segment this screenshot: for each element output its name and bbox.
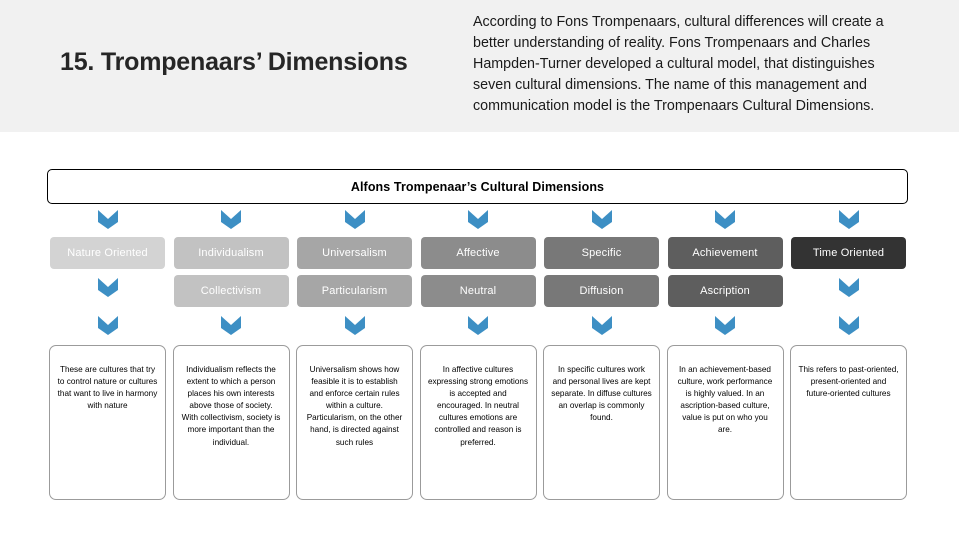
dimension-pill-primary[interactable]: Affective: [420, 237, 536, 269]
dimension-pill-label: Ascription: [700, 285, 750, 297]
chevron-down-icon: [711, 314, 739, 336]
dimension-pill-primary[interactable]: Nature Oriented: [50, 237, 165, 269]
dimension-pill-label: Time Oriented: [812, 247, 885, 259]
dimension-pill-primary[interactable]: Achievement: [667, 237, 783, 269]
chevron-down-icon: [341, 208, 369, 230]
dimension-description-text: These are cultures that try to control n…: [57, 365, 158, 411]
banner-label: Alfons Trompenaar’s Cultural Dimensions: [350, 179, 605, 194]
diagram-area: Alfons Trompenaar’s Cultural Dimensions …: [0, 132, 959, 540]
dimension-description-card: In specific cultures work and personal l…: [543, 345, 660, 500]
chevron-down-icon: [835, 314, 863, 336]
page-title: 15. Trompenaars’ Dimensions: [60, 48, 408, 76]
dimension-pill-label: Neutral: [459, 285, 497, 297]
dimension-description-text: Universalism shows how feasible it is to…: [306, 365, 403, 447]
dimension-description-card: Individualism reflects the extent to whi…: [172, 345, 290, 500]
chevron-down-icon: [835, 208, 863, 230]
dimension-pill-secondary[interactable]: Diffusion: [544, 275, 659, 307]
dimension-pill-label: Particularism: [321, 285, 388, 297]
chevron-down-icon: [217, 208, 245, 230]
dimension-pill-label: Nature Oriented: [67, 247, 148, 259]
dimension-description-text: In specific cultures work and personal l…: [551, 365, 652, 423]
chevron-down-icon: [94, 276, 122, 298]
dimension-description-text: In affective cultures expressing strong …: [427, 365, 529, 447]
dimension-description-card: In affective cultures expressing strong …: [419, 345, 537, 500]
chevron-down-icon: [588, 314, 616, 336]
dimension-pill-primary[interactable]: Individualism: [173, 237, 289, 269]
dimension-description-text: This refers to past-oriented, present-or…: [798, 365, 899, 399]
dimension-pill-secondary[interactable]: Collectivism: [173, 275, 289, 307]
chevron-down-icon: [94, 314, 122, 336]
dimension-pill-secondary[interactable]: Ascription: [667, 275, 783, 307]
chevron-down-icon: [588, 208, 616, 230]
header-band: 15. Trompenaars’ Dimensions According to…: [0, 0, 959, 132]
intro-paragraph: According to Fons Trompenaars, cultural …: [473, 14, 884, 114]
chevron-down-icon: [217, 314, 245, 336]
dimension-pill-label: Individualism: [198, 247, 264, 259]
chevron-down-icon: [711, 208, 739, 230]
dimension-pill-secondary[interactable]: Neutral: [420, 275, 536, 307]
dimension-description-card: These are cultures that try to control n…: [49, 345, 166, 500]
dimension-pill-secondary[interactable]: Particularism: [297, 275, 412, 307]
dimension-pill-primary[interactable]: Universalism: [297, 237, 412, 269]
chevron-down-icon: [464, 314, 492, 336]
dimension-pill-label: Affective: [456, 247, 500, 259]
dimension-description-text: Individualism reflects the extent to whi…: [181, 365, 281, 447]
dimension-pill-label: Achievement: [692, 247, 758, 259]
dimension-description-text: In an achievement-based culture, work pe…: [677, 365, 773, 435]
dimension-pill-primary[interactable]: Specific: [544, 237, 659, 269]
dimension-pill-label: Universalism: [322, 247, 387, 259]
dimension-pill-primary[interactable]: Time Oriented: [791, 237, 906, 269]
chevron-down-icon: [94, 208, 122, 230]
chevron-down-icon: [835, 276, 863, 298]
diagram-banner: Alfons Trompenaar’s Cultural Dimensions: [47, 169, 908, 204]
dimension-pill-label: Collectivism: [200, 285, 262, 297]
chevron-down-icon: [464, 208, 492, 230]
chevron-down-icon: [341, 314, 369, 336]
dimension-pill-label: Diffusion: [579, 285, 624, 297]
dimension-description-card: In an achievement-based culture, work pe…: [666, 345, 784, 500]
dimension-description-card: Universalism shows how feasible it is to…: [296, 345, 413, 500]
dimension-pill-label: Specific: [581, 247, 622, 259]
dimension-description-card: This refers to past-oriented, present-or…: [790, 345, 907, 500]
